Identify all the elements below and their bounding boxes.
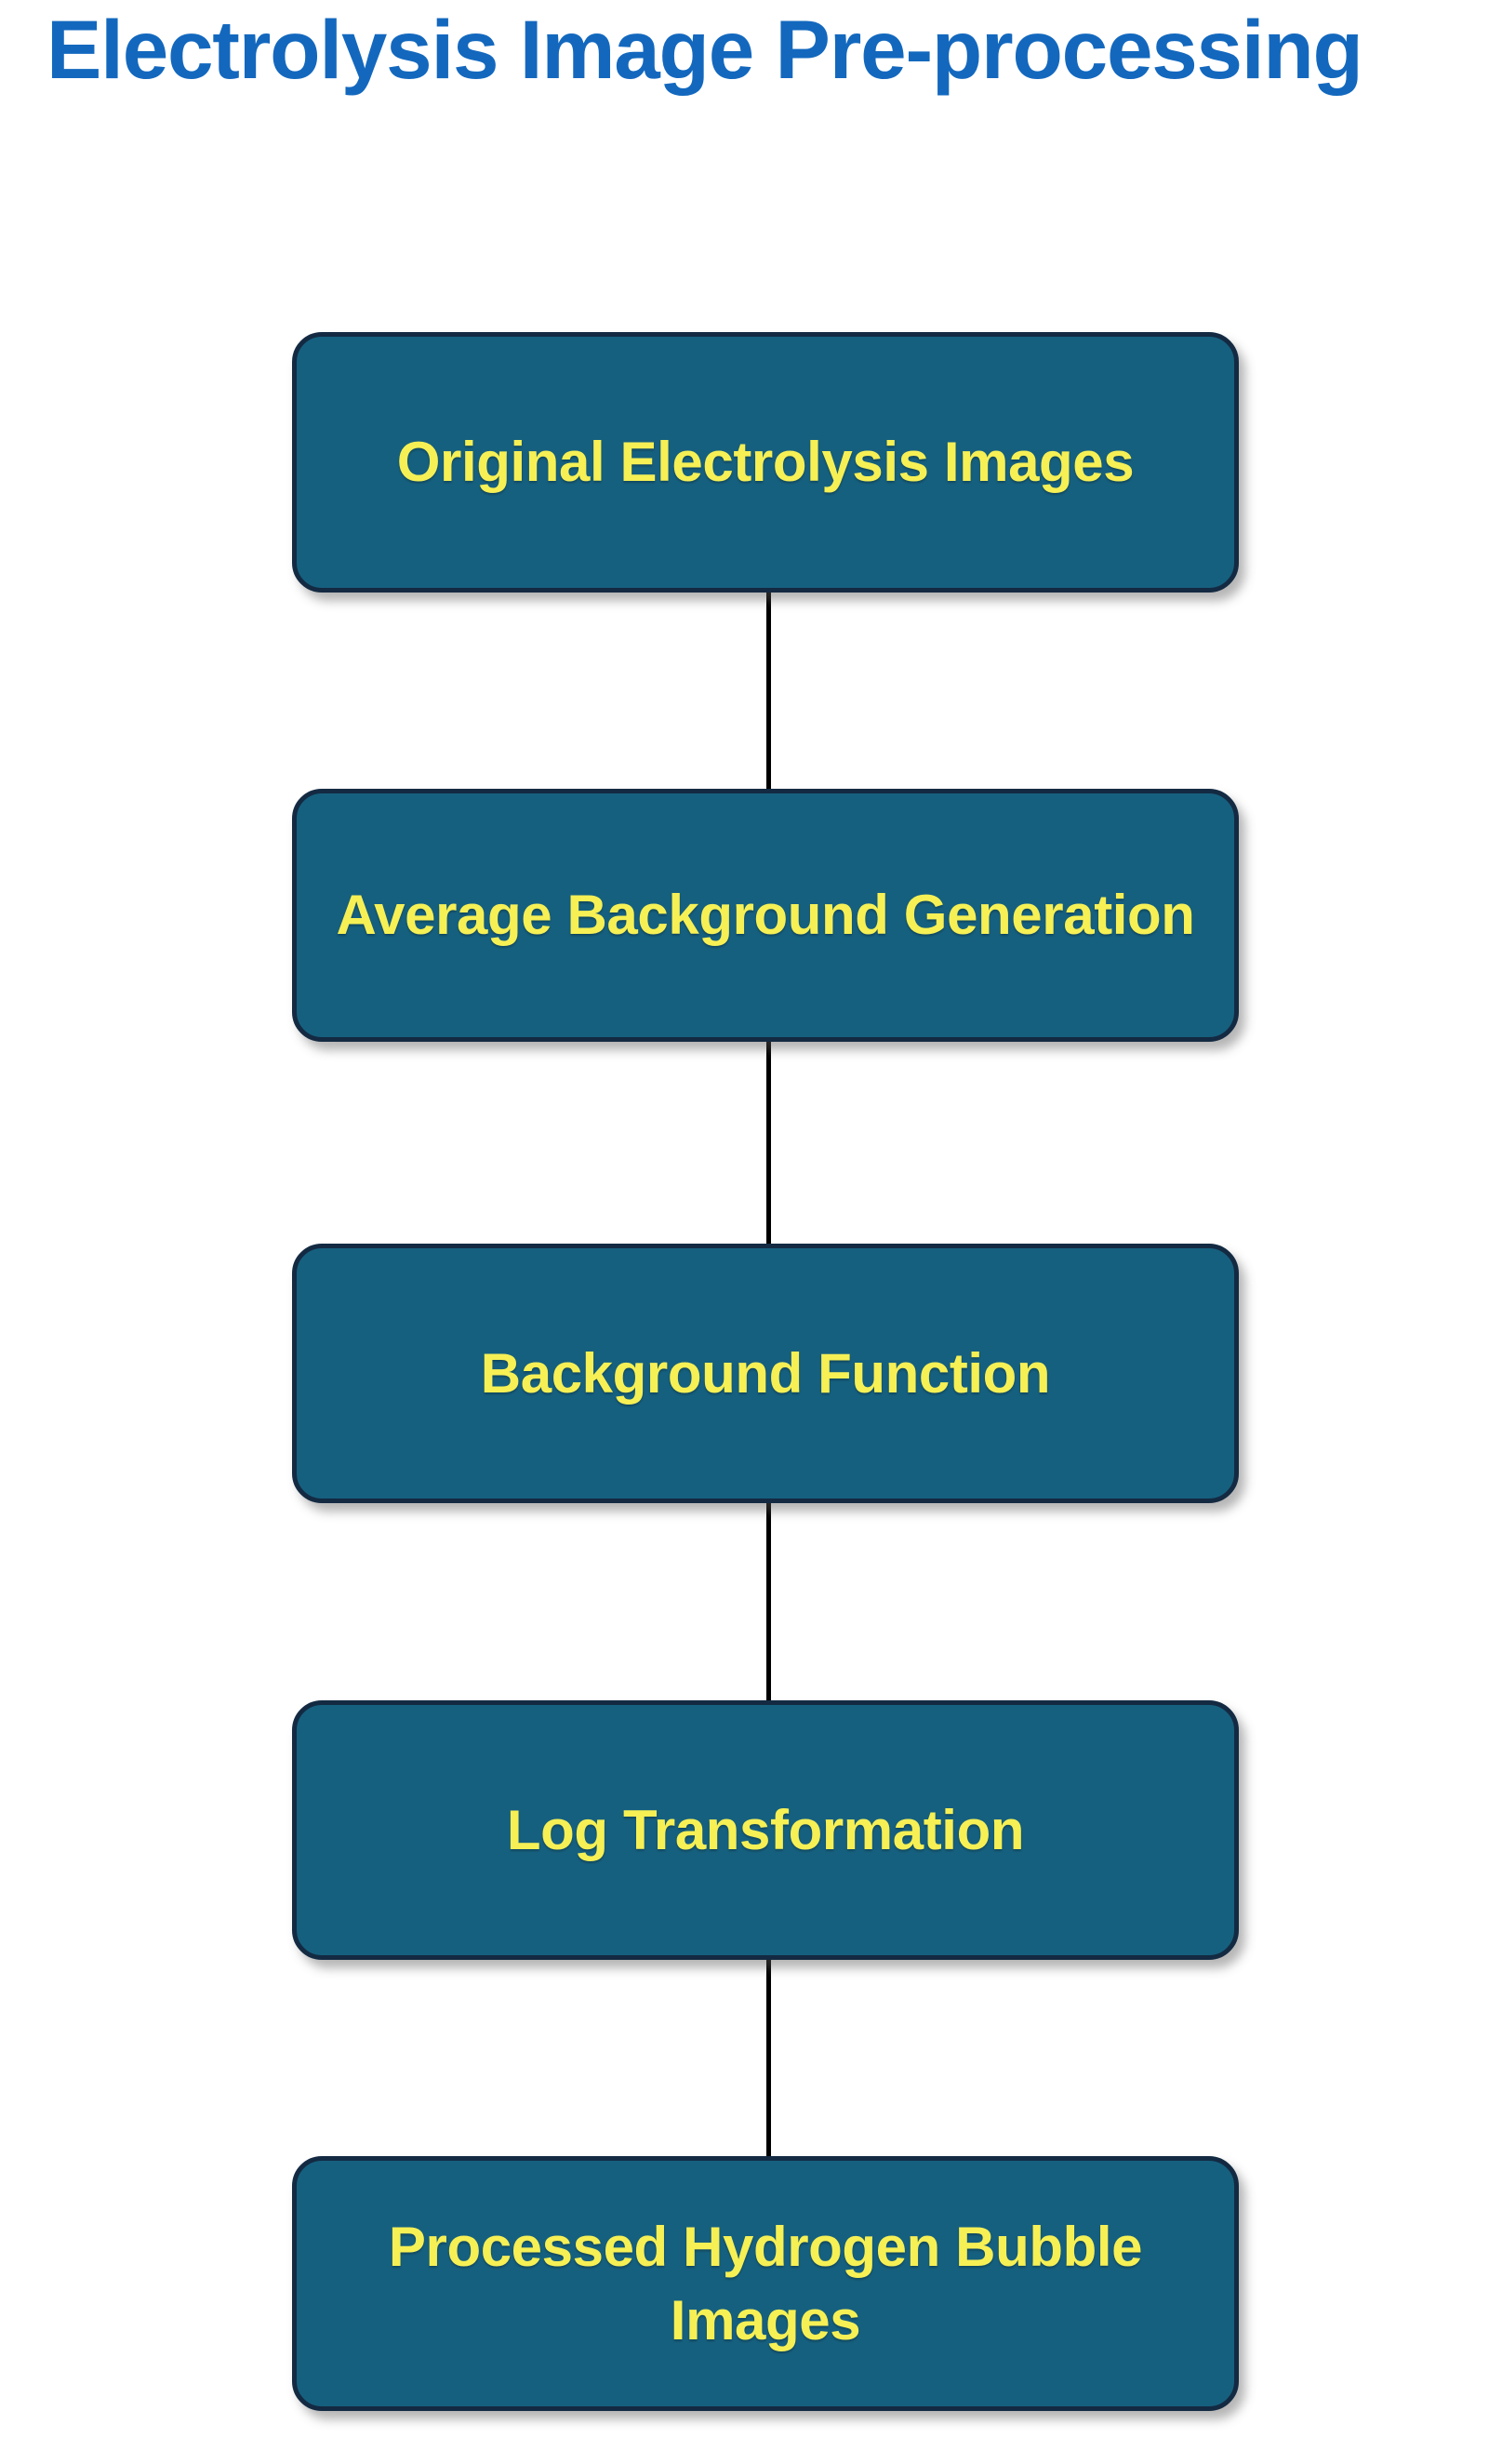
flow-connector-2	[766, 1014, 771, 1253]
flow-connector-3	[766, 1470, 771, 1710]
flow-node-label: Background Function	[480, 1341, 1051, 1405]
flow-node-background-function[interactable]: Background Function	[292, 1244, 1239, 1503]
flow-node-log-transformation[interactable]: Log Transformation	[292, 1700, 1239, 1960]
flow-node-processed-hydrogen-bubble-images[interactable]: Processed Hydrogen Bubble Images	[292, 2156, 1239, 2411]
flow-node-label: Average Background Generation	[336, 884, 1195, 947]
flow-node-average-background-generation[interactable]: Average Background Generation	[292, 789, 1239, 1042]
flow-node-label: Processed Hydrogen Bubble Images	[388, 2215, 1143, 2351]
page-title: Electrolysis Image Pre-processing	[47, 3, 1363, 96]
flow-connector-4	[766, 1925, 771, 2165]
flow-node-label: Log Transformation	[506, 1798, 1025, 1861]
flow-node-original-electrolysis-images[interactable]: Original Electrolysis Images	[292, 332, 1239, 593]
flow-node-label: Original Electrolysis Images	[396, 431, 1135, 494]
flow-connector-1	[766, 558, 771, 798]
